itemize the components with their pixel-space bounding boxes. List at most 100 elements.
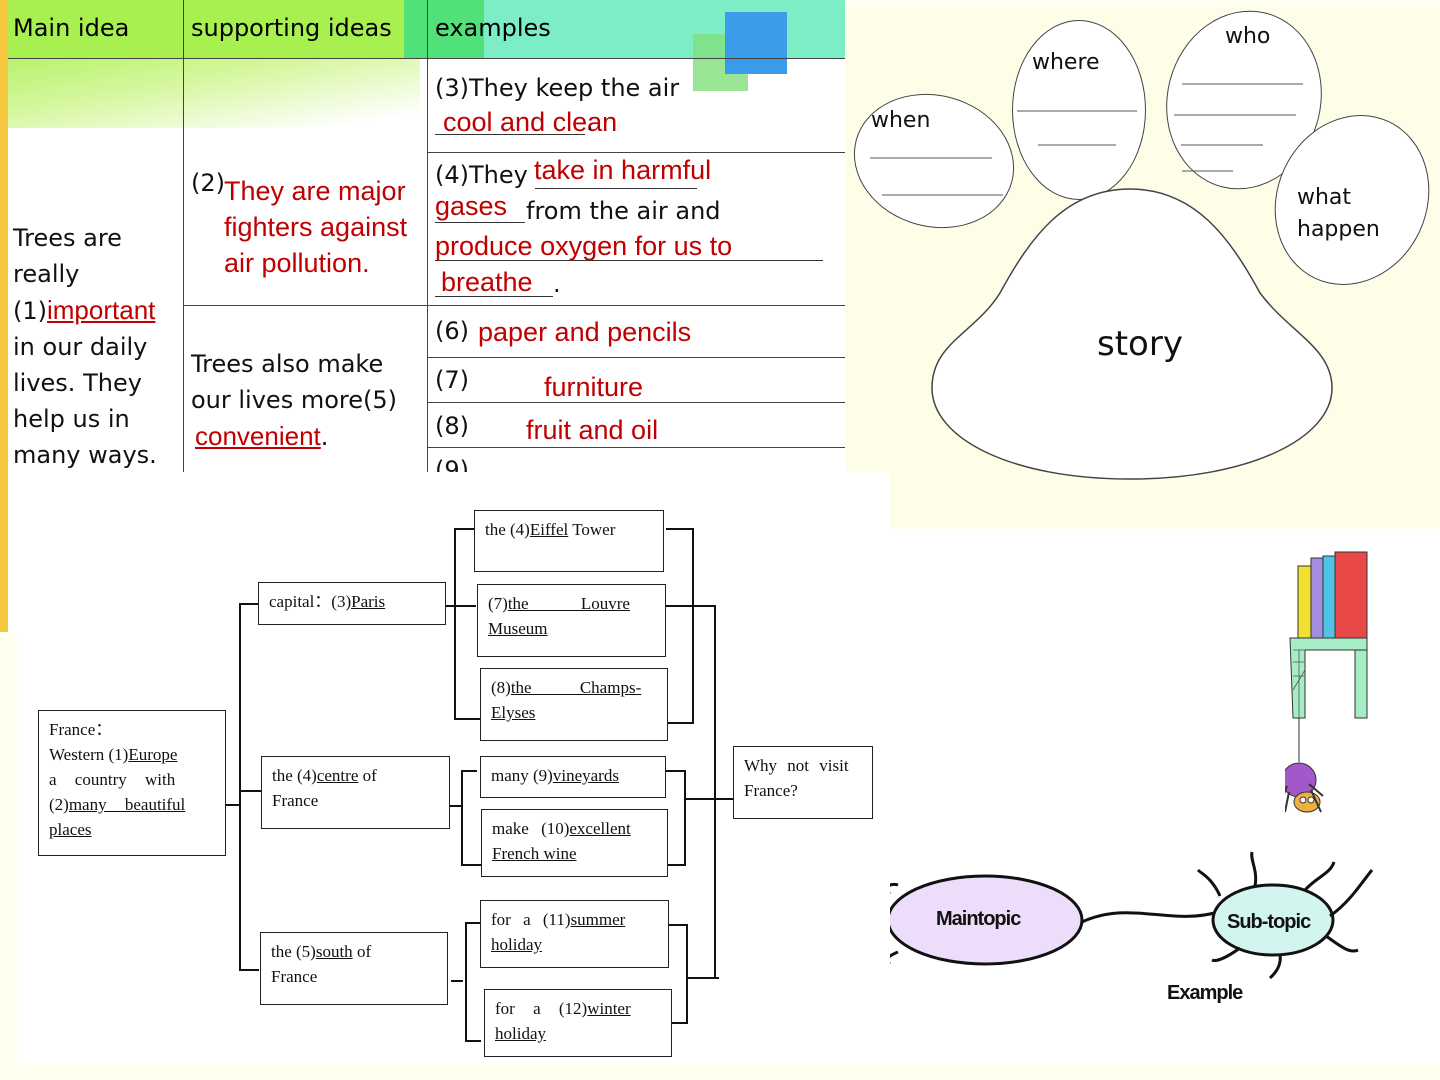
grid-line: [183, 0, 184, 632]
box-france-root: France： Western (1)Europe a country with…: [38, 710, 226, 856]
header-main-idea: Main idea: [13, 14, 130, 42]
connector: [454, 718, 480, 720]
connector: [666, 770, 686, 772]
connector: [465, 1040, 481, 1042]
blank-line: [435, 260, 823, 261]
connector: [239, 790, 261, 792]
deco-green-square: [404, 0, 484, 58]
connector: [688, 977, 719, 979]
header-supporting-ideas: supporting ideas: [191, 14, 392, 42]
connector: [667, 864, 686, 866]
grid-line: [427, 0, 428, 632]
bookshelf-spider-illustration: [1285, 551, 1368, 813]
connector: [239, 603, 259, 605]
box-eiffel: the (4)Eiffel Tower: [474, 510, 664, 572]
connector: [461, 864, 481, 866]
connector: [669, 924, 688, 926]
connector: [239, 969, 259, 971]
answer-convenient: convenient: [195, 421, 321, 451]
grid-line: [427, 402, 845, 403]
main-idea-text: Trees are really (1)important in our dai…: [13, 224, 157, 469]
connector: [451, 980, 463, 982]
example-7-num: (7): [435, 366, 469, 394]
example-3-period: .: [586, 108, 594, 136]
deco-blue-square: [725, 12, 787, 74]
answer-fruit-and-oil: fruit and oil: [526, 415, 659, 445]
example-4-prefix: (4)They: [435, 161, 528, 189]
connector: [465, 922, 481, 924]
header-band-green: [0, 0, 420, 58]
label-what: what: [1297, 185, 1352, 210]
label-happen: happen: [1297, 217, 1380, 242]
deco-stripe: [0, 58, 420, 128]
support-1-prefix: (2): [191, 169, 225, 197]
story-paw-panel: when where who what happen story: [838, 0, 1440, 528]
connector: [692, 528, 694, 724]
label-where: where: [1032, 50, 1100, 75]
grid-line: [427, 357, 845, 358]
grid-line: [8, 58, 845, 59]
box-louvre: (7)the Louvre Museum: [477, 584, 666, 657]
example-3-text: (3)They keep the air: [435, 74, 680, 102]
mindmap-panel: Maintopic Sub-topic Example: [890, 530, 1440, 1064]
toe-where: [1012, 20, 1146, 200]
label-example: Example: [1167, 982, 1243, 1004]
connector: [686, 798, 733, 800]
answer-breathe: breathe: [441, 267, 533, 297]
header-examples: examples: [435, 14, 551, 42]
connector: [454, 528, 456, 720]
support-2-text: Trees also make our lives more(5) conven…: [191, 350, 397, 451]
france-diagram-panel: France： Western (1)Europe a country with…: [17, 472, 890, 1064]
example-6-num: (6): [435, 317, 469, 345]
answer-cool-and-clean: cool and clean: [443, 107, 618, 137]
grid-line: [183, 305, 845, 306]
connector: [668, 722, 694, 724]
box-champs: (8)the Champs- Elyses: [480, 668, 668, 741]
box-capital: capital：(3)Paris: [258, 582, 446, 625]
blank-line: [435, 296, 553, 297]
label-main-topic: Maintopic: [936, 908, 1021, 930]
answer-furniture: furniture: [544, 372, 644, 402]
blank-line: [435, 222, 525, 223]
connector: [666, 528, 692, 530]
connector: [672, 1022, 688, 1024]
box-centre: the (4)centre of France: [261, 756, 450, 829]
connector: [449, 805, 463, 807]
label-who: who: [1225, 24, 1271, 49]
support-1-answer: They are major fighters against air poll…: [224, 176, 408, 278]
connector: [225, 804, 241, 806]
deco-left-bar: [0, 0, 8, 632]
mindmap-drawing: [890, 851, 1374, 980]
connector: [684, 770, 686, 866]
connector: [454, 605, 476, 607]
box-conclusion: Why not visit France?: [733, 746, 873, 819]
box-winter: for a (12)winter holiday: [484, 989, 672, 1057]
example-8-num: (8): [435, 412, 469, 440]
connector: [461, 770, 477, 772]
blank-line: [535, 188, 697, 189]
example-4-period: .: [553, 270, 561, 298]
connector: [454, 528, 475, 530]
paw-pad: [931, 188, 1333, 480]
connector: [461, 770, 463, 866]
connector: [666, 605, 716, 607]
connector: [686, 924, 688, 1024]
box-summer: for a (11)summer holiday: [480, 900, 669, 968]
paw-blank-lines: [870, 83, 1303, 196]
connector: [239, 603, 241, 971]
answer-gases: gases: [435, 191, 508, 221]
label-sub-topic: Sub-topic: [1227, 911, 1311, 933]
answer-paper-and-pencils: paper and pencils: [478, 317, 692, 347]
answer-take-in-harmful: take in harmful: [534, 155, 712, 185]
box-wine: make (10)excellent French wine: [481, 809, 668, 877]
box-south: the (5)south of France: [260, 932, 448, 1005]
connector: [465, 922, 467, 1042]
blank-line: [435, 134, 585, 135]
answer-produce-oxygen: produce oxygen for us to: [435, 231, 733, 261]
connector: [714, 605, 716, 979]
grid-line: [427, 447, 845, 448]
answer-important: important: [47, 295, 156, 325]
example-4-mid: from the air and: [526, 197, 721, 225]
label-when: when: [871, 108, 931, 133]
connector: [446, 605, 456, 607]
